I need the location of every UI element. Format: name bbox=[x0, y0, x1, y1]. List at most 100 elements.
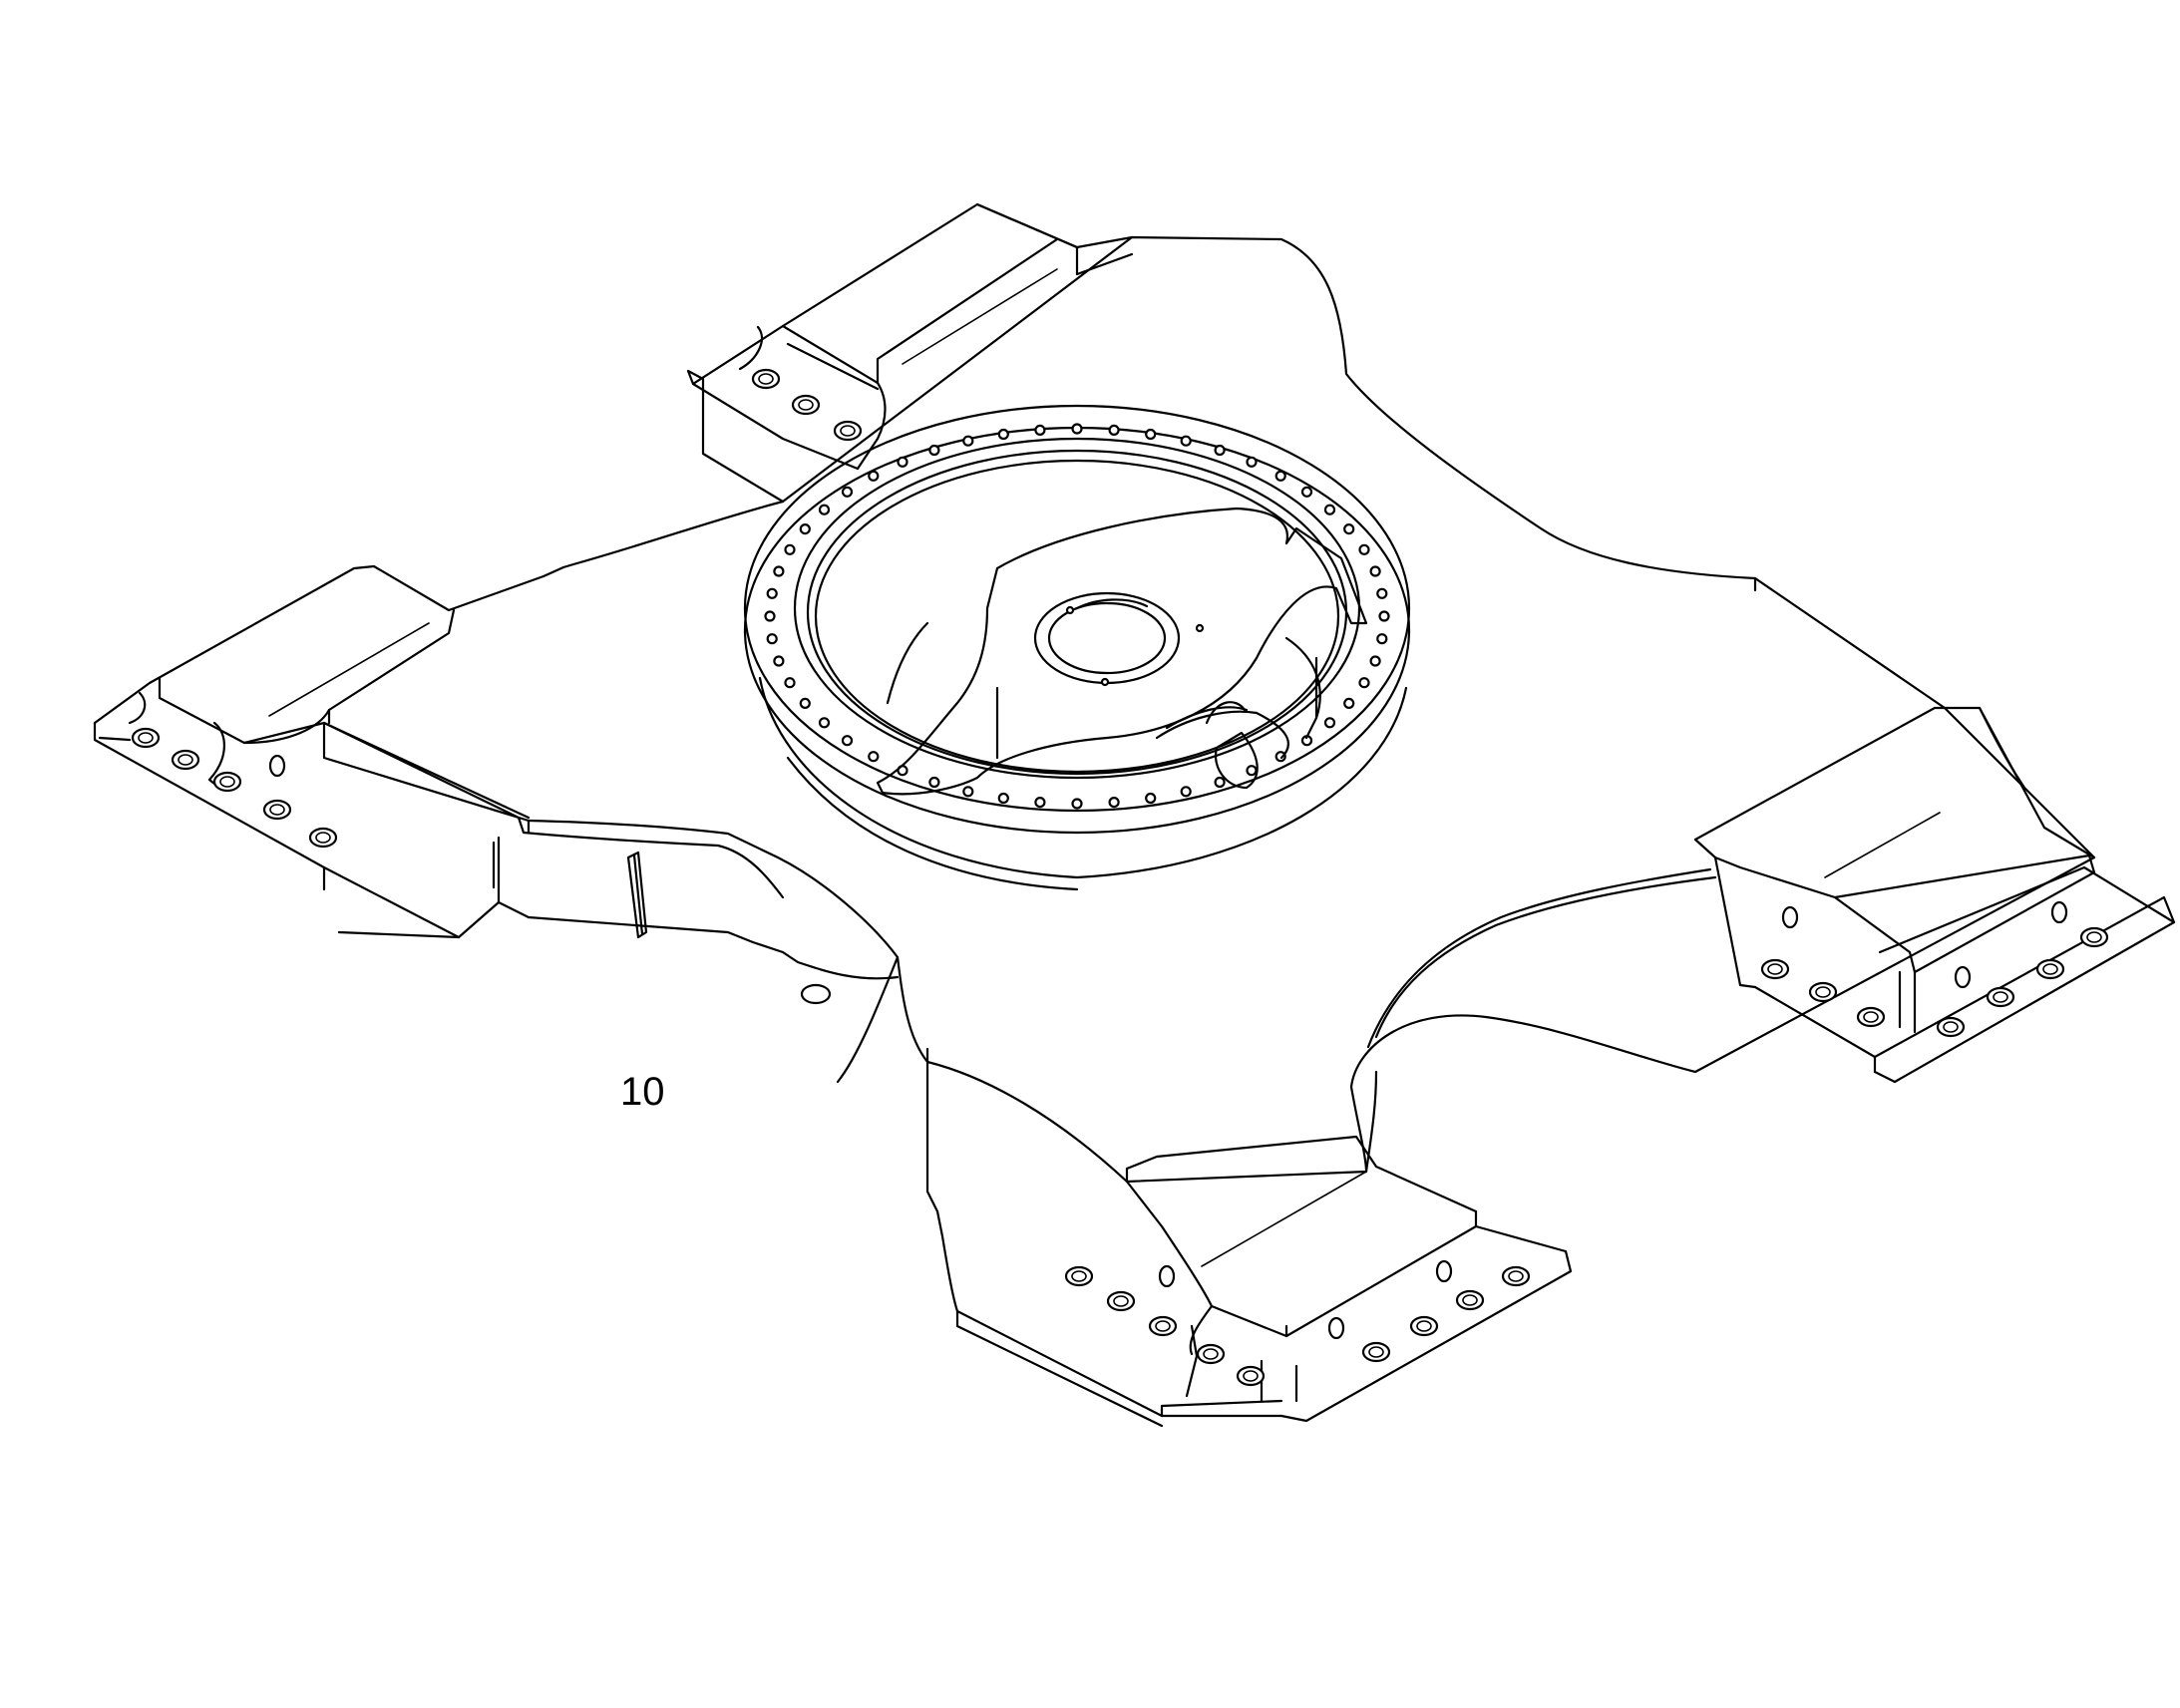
foot-bolt-hole-inner-icon bbox=[1243, 1370, 1259, 1382]
foot-bolt-hole-icon bbox=[171, 749, 200, 771]
locating-pin-icon bbox=[2050, 900, 2068, 924]
bolt-hole-icon bbox=[1246, 456, 1258, 468]
bolt-hole-icon bbox=[799, 522, 811, 535]
bolt-hole-icon bbox=[1034, 796, 1046, 809]
foot-bolt-hole-inner-icon bbox=[178, 754, 193, 766]
bolt-hole-icon bbox=[1071, 798, 1083, 810]
foot-bolt-hole-inner-icon bbox=[138, 732, 154, 744]
foot-bolt-hole-icon bbox=[1936, 1016, 1966, 1038]
locating-pin-icon bbox=[1158, 1264, 1176, 1288]
foot-bolt-hole-icon bbox=[751, 368, 781, 390]
bolt-hole-icon bbox=[1034, 424, 1046, 436]
bolt-hole-icon bbox=[766, 633, 778, 645]
arm-back bbox=[686, 202, 1134, 504]
bolt-hole-icon bbox=[841, 735, 854, 747]
locating-pin-icon bbox=[1781, 905, 1799, 929]
foot-bolt-hole-inner-icon bbox=[2042, 963, 2058, 975]
foot-bolt-hole-icon bbox=[308, 827, 338, 849]
foot-bolt-hole-inner-icon bbox=[1155, 1320, 1171, 1332]
bolt-hole-icon bbox=[1323, 717, 1336, 729]
foot-bolt-hole-icon bbox=[131, 727, 161, 749]
bolt-hole-icon bbox=[784, 543, 796, 555]
foot-bolt-hole-icon bbox=[1856, 1006, 1886, 1028]
foot-bolt-hole-icon bbox=[1196, 1343, 1226, 1365]
foot-bolt-hole-inner-icon bbox=[315, 832, 331, 844]
bolt-hole-icon bbox=[1358, 543, 1370, 555]
foot-bolt-hole-inner-icon bbox=[1993, 991, 2008, 1003]
access-hole bbox=[800, 983, 832, 1005]
locating-pin-icon bbox=[268, 754, 286, 778]
inner-spider bbox=[876, 507, 1368, 796]
bolt-hole-icon bbox=[868, 470, 880, 482]
foot-bolt-hole-inner-icon bbox=[1863, 1011, 1879, 1023]
bolt-hole-icon bbox=[1376, 587, 1388, 599]
bolt-hole-icon bbox=[1343, 697, 1355, 710]
bolt-hole-icon bbox=[773, 565, 785, 577]
bolt-hole-icon bbox=[962, 435, 974, 447]
bolt-hole-icon bbox=[928, 776, 940, 789]
bolt-hole-icon bbox=[1369, 565, 1381, 577]
bolt-hole-icon bbox=[1180, 435, 1192, 447]
bolt-hole-icon bbox=[784, 677, 796, 689]
bolt-hole-icon bbox=[1323, 504, 1336, 515]
bolt-hole-icon bbox=[1246, 765, 1258, 777]
foot-bolt-hole-inner-icon bbox=[1113, 1295, 1129, 1307]
bolt-hole-icon bbox=[1358, 677, 1370, 689]
foot-bolt-hole-icon bbox=[1409, 1315, 1439, 1337]
bolt-circle-flange bbox=[743, 404, 1411, 891]
foot-bolt-hole-icon bbox=[1064, 1265, 1094, 1287]
bolt-hole-icon bbox=[868, 751, 880, 763]
bolt-hole-icon bbox=[1376, 633, 1388, 645]
bolt-hole-icon bbox=[818, 717, 831, 729]
foot-bolt-hole-icon bbox=[2035, 958, 2065, 980]
bolt-hole-icon bbox=[1145, 792, 1157, 805]
bolt-hole-icon bbox=[997, 428, 1009, 441]
bolt-hole-icon bbox=[1071, 423, 1083, 435]
foot-bolt-hole-inner-icon bbox=[758, 373, 774, 385]
foot-bolt-hole-inner-icon bbox=[269, 804, 285, 816]
foot-bolt-hole-inner-icon bbox=[1203, 1348, 1219, 1360]
bolt-hole-icon bbox=[1214, 776, 1226, 789]
foot-bolt-hole-inner-icon bbox=[219, 776, 235, 788]
bolt-hole-icon bbox=[1369, 655, 1381, 667]
foot-bolt-hole-inner-icon bbox=[1071, 1270, 1087, 1282]
locating-pin-icon bbox=[1954, 965, 1972, 989]
foot-bolt-hole-icon bbox=[262, 799, 292, 821]
foot-bolt-hole-icon bbox=[212, 771, 242, 793]
foot-bolt-hole-inner-icon bbox=[1943, 1021, 1959, 1033]
locating-pin-icon bbox=[1327, 1316, 1345, 1340]
foot-bolt-hole-inner-icon bbox=[1767, 963, 1783, 975]
foot-bolt-hole-inner-icon bbox=[840, 425, 856, 437]
foot-bolt-hole-inner-icon bbox=[1416, 1320, 1432, 1332]
reference-numeral: 10 bbox=[620, 1070, 665, 1114]
foot-bolt-hole-inner-icon bbox=[1368, 1346, 1384, 1358]
bolt-hole-icon bbox=[1274, 751, 1286, 763]
foot-bolt-hole-icon bbox=[1760, 958, 1790, 980]
bolt-hole-icon bbox=[1108, 796, 1120, 809]
bolt-hole-icon bbox=[997, 792, 1009, 805]
lifting-lug bbox=[626, 851, 648, 939]
foot-bolt-hole-inner-icon bbox=[1815, 986, 1831, 998]
flange-bolt-holes bbox=[764, 423, 1390, 810]
foot-bolt-hole-icon bbox=[1455, 1289, 1485, 1311]
bolt-hole-icon bbox=[764, 610, 776, 622]
foot-bolt-hole-icon bbox=[1106, 1290, 1136, 1312]
arm-right bbox=[1693, 706, 2176, 1084]
foot-bolt-hole-icon bbox=[1501, 1265, 1531, 1287]
foot-bolt-hole-inner-icon bbox=[1462, 1294, 1478, 1306]
foot-bolt-hole-icon bbox=[1361, 1341, 1391, 1363]
arm-front bbox=[955, 1135, 1573, 1428]
bolt-hole-icon bbox=[1300, 486, 1313, 498]
foot-bolt-holes bbox=[131, 368, 2109, 1387]
bolt-hole-icon bbox=[773, 655, 785, 667]
foot-bolt-hole-inner-icon bbox=[798, 399, 814, 411]
bolt-hole-icon bbox=[1108, 424, 1120, 436]
bolt-hole-icon bbox=[928, 444, 940, 457]
foot-bolt-hole-icon bbox=[1808, 981, 1838, 1003]
foot-bolt-hole-icon bbox=[833, 420, 863, 442]
bolt-hole-icon bbox=[962, 786, 974, 798]
foot-bolt-hole-icon bbox=[1236, 1365, 1266, 1387]
bolt-hole-icon bbox=[818, 504, 831, 515]
foot-bolt-hole-inner-icon bbox=[2086, 931, 2102, 943]
